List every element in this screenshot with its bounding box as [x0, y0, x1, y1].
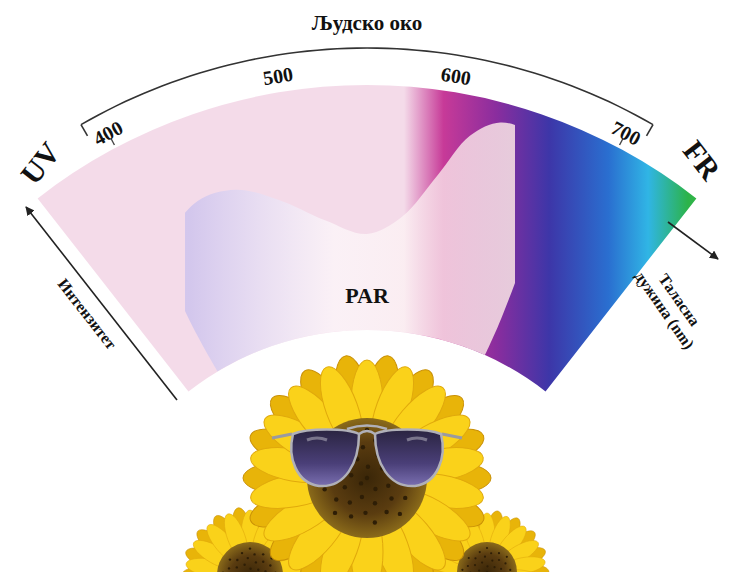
bracket-tick [647, 125, 654, 136]
scale-number: 500 [261, 63, 294, 90]
wavelength-arrow [668, 222, 718, 259]
region-label: FR [677, 134, 728, 186]
intensity-arrow [26, 207, 177, 400]
axis-label: Таласна дужина (nm) [627, 252, 716, 358]
range-label: Људско око [312, 12, 423, 35]
bracket-tick [81, 125, 88, 136]
sunglasses [272, 426, 462, 487]
sunflower [243, 353, 491, 572]
par-region: PAR [185, 115, 515, 380]
spectrum-band [38, 85, 697, 391]
par-label: PAR [345, 283, 389, 309]
par-shape [185, 115, 515, 380]
range-bracket [81, 48, 653, 125]
scale-number: 600 [440, 63, 473, 90]
region-label: UV [14, 136, 67, 190]
